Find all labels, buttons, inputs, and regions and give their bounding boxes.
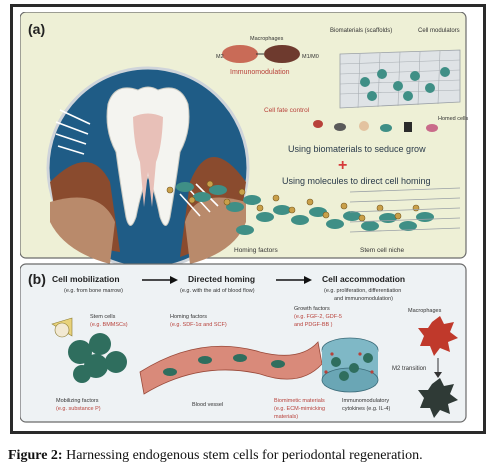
immunomodulatory-label-1: Immunomodulatory [342, 398, 389, 404]
caption-label: Figure 2: [8, 448, 63, 463]
macrophage-dark [418, 378, 458, 418]
growth-factors-label: Growth factors [294, 306, 330, 312]
cell-fate-control-label: Cell fate control [264, 107, 310, 114]
stem-cell-cluster [51, 317, 127, 383]
biomimetic-label-1: Biomimetic materials [274, 398, 325, 404]
biomaterials-label: Biomaterials (scaffolds) [330, 28, 392, 34]
using-biomaterials-text: Using biomaterials to seduce grow [288, 144, 426, 154]
mobilizing-factors-eg: (e.g. substance P) [56, 406, 101, 412]
homing-factors-label: Homing factors [234, 247, 278, 254]
step-arrow-2 [276, 276, 312, 284]
biomimetic-label-2: (e.g. ECM-mimicking [274, 406, 325, 412]
immunomodulatory-label-2: cytokines (e.g. IL-4) [342, 406, 390, 412]
step3-title: Cell accommodation [322, 274, 405, 284]
step1-title: Cell mobilization [52, 274, 120, 284]
m2-arrow [434, 358, 442, 378]
step1-sub: (e.g. from bone marrow) [64, 288, 123, 294]
immunomodulation-label: Immunomodulation [230, 69, 290, 76]
panel-b-label: (b) [28, 271, 46, 287]
step2-title: Directed homing [188, 274, 255, 284]
macrophages-label: Macrophages [250, 36, 284, 42]
stem-cells-eg: (e.g. BMMSCs) [90, 322, 128, 328]
homing-factors-b-label: Homing factors [170, 314, 207, 320]
homing-factor-dots [166, 180, 420, 222]
m1m0-label: M1/M0 [302, 54, 319, 60]
macrophage-m1 [264, 45, 300, 63]
figure-caption: Figure 2: Harnessing endogenous stem cel… [8, 448, 498, 464]
stem-cells [176, 182, 434, 235]
stem-cell-niche-label: Stem cell niche [360, 247, 404, 254]
macrophage-m2 [222, 45, 258, 63]
panel-a-label: (a) [28, 21, 45, 37]
m2-transition-label: M2 transition [392, 366, 426, 372]
biomimetic-scaffold [321, 337, 379, 393]
homing-factors-b-eg: (e.g. SDF-1α and SCF) [170, 322, 227, 328]
growth-factors-eg2: and PDGF-BB ) [294, 322, 333, 328]
plus-sign: + [338, 157, 347, 174]
step3-sub1: (e.g. proliferation, differentiation [324, 288, 401, 294]
macrophages-b-label: Macrophages [408, 308, 442, 314]
stem-cells-label: Stem cells [90, 314, 116, 320]
figure-svg: (a) [19, 11, 469, 423]
step-arrow-1 [142, 276, 178, 284]
mobilizing-factors-label: Mobilizing factors [56, 398, 99, 404]
step2-sub: (e.g. with the aid of blood flow) [180, 288, 255, 294]
macrophage-red [418, 316, 458, 356]
stem-cell-niche-fibers [349, 187, 461, 233]
blood-vessel-label: Blood vessel [192, 402, 223, 408]
blood-vessel [139, 341, 323, 395]
biomimetic-label-3: materials) [274, 414, 298, 420]
caption-text: Harnessing endogenous stem cells for per… [62, 448, 423, 463]
using-molecules-text: Using molecules to direct cell homing [282, 176, 431, 186]
step3-sub2: and immunomodulation) [334, 296, 393, 302]
cell-modulators-label: Cell modulators [418, 28, 460, 34]
growth-factors-eg1: (e.g. FGF-2, GDF-5 [294, 314, 342, 320]
m2-label: M2 [216, 54, 224, 60]
figure-area: (a) [19, 11, 478, 426]
cell-fate-icons [313, 120, 438, 132]
scaffold [339, 49, 461, 109]
homed-cells-label: Homed cells [438, 116, 469, 122]
